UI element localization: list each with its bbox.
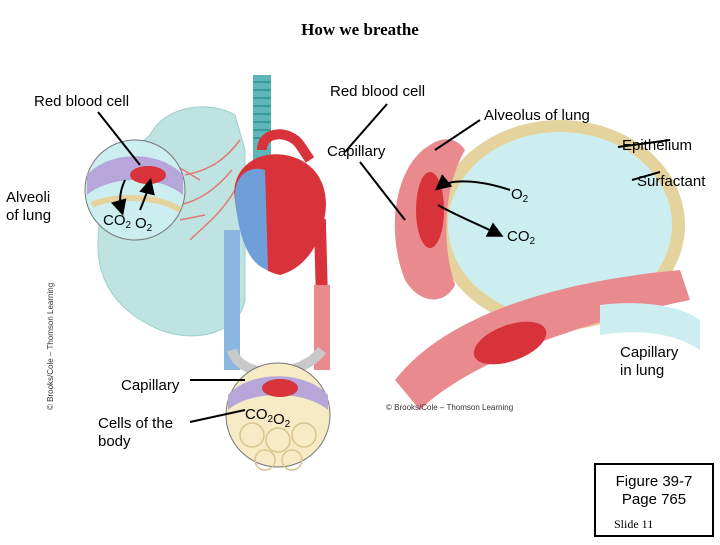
- bronchi: [174, 139, 241, 241]
- pointer-rbc-left: [97, 111, 141, 166]
- pointer-rbc-right: [344, 103, 388, 153]
- label-epithelium: Epithelium: [622, 137, 693, 154]
- label-o2-left: O2: [135, 215, 153, 234]
- figure-number: Figure 39-7: [615, 473, 693, 490]
- label-capillary-top: Capillary: [327, 143, 386, 160]
- label-co2-bottom: CO2: [245, 406, 274, 425]
- arrow-o2: [434, 174, 511, 191]
- body-cells-inset: [225, 362, 331, 471]
- label-alveoli-of-lung: Alveoli of lung: [6, 189, 52, 224]
- alveolus-detail: [394, 120, 700, 410]
- label-capillary-bottom: Capillary: [121, 377, 180, 394]
- pointer-alveolus: [434, 119, 481, 151]
- label-co2-left: CO2: [103, 212, 132, 231]
- pointer-epithelium: [617, 139, 671, 148]
- page-number: Page 765: [621, 491, 687, 508]
- label-surfactant: Surfactant: [637, 173, 706, 190]
- label-alveolus-of-lung: Alveolus of lung: [484, 107, 590, 124]
- arrow-o2-left: [139, 178, 155, 211]
- label-red-blood-cell-right: Red blood cell: [330, 83, 426, 100]
- arrow-co2: [437, 204, 504, 237]
- label-cells-of-the-body: Cells of the body: [98, 415, 174, 450]
- heart: [234, 129, 328, 301]
- arrow-co2-left: [111, 179, 127, 216]
- alveoli-inset: [84, 139, 186, 241]
- label-o2-right: O2: [511, 186, 529, 205]
- slide-number: Slide 11: [614, 517, 654, 531]
- page-title: How we breathe: [301, 20, 419, 39]
- pointer-surfactant: [631, 171, 661, 181]
- pointer-cells: [189, 409, 246, 423]
- label-o2-bottom: O2: [273, 411, 291, 430]
- label-capillary-in-lung: Capillary in lung: [620, 344, 679, 379]
- figure-reference-box: Figure 39-7 Page 765 Slide 11: [594, 463, 714, 537]
- pointer-capillary-top: [359, 161, 406, 221]
- copyright-right: © Brooks/Cole – Thomson Learning: [386, 403, 514, 412]
- label-red-blood-cell-left: Red blood cell: [34, 93, 130, 110]
- copyright-left: © Brooks/Cole – Thomson Learning: [46, 282, 55, 410]
- label-co2-right: CO2: [507, 228, 536, 247]
